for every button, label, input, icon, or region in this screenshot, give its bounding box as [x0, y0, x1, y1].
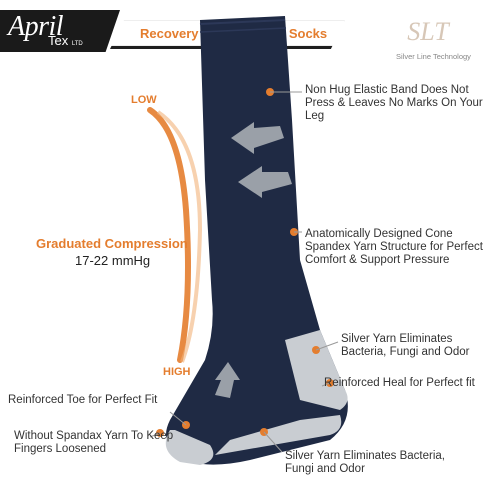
compression-arrow-1: [231, 122, 284, 154]
callout-silver-heel: Silver Yarn Eliminates Bacteria, Fungi a…: [341, 333, 470, 358]
callout-spandex-toe: Without Spandax Yarn To Keep Fingers Loo…: [14, 430, 174, 455]
callout-cone: Anatomically Designed Cone Spandex Yarn …: [305, 228, 483, 266]
brand-logo-text: April: [8, 11, 64, 42]
sock-sole: [215, 415, 342, 455]
callout-toe: Reinforced Toe for Perfect Fit: [8, 394, 158, 406]
callout-heal: Reinforced Heal for Perfect fit: [324, 377, 475, 389]
compression-arrow-2: [238, 166, 292, 198]
brand-logo-sub-text: Tex: [48, 33, 69, 48]
compression-arrow-3: [215, 362, 240, 398]
high-label: HIGH: [163, 366, 191, 378]
compression-arc: [147, 107, 191, 363]
callout-band: Non Hug Elastic Band Does Not Press & Le…: [305, 84, 483, 122]
slt-name: Silver Line Technology: [396, 52, 471, 61]
slt-logo-mark: SLT: [407, 17, 450, 46]
callout-silver-sole: Silver Yarn Eliminates Bacteria, Fungi a…: [285, 450, 446, 475]
callout-lines: [149, 91, 339, 453]
graduated-compression-title: Graduated Compression: [36, 236, 188, 251]
brand-logo-background: [0, 10, 120, 52]
brand-logo-ltd: LTD: [71, 41, 83, 47]
sock-toe: [165, 430, 214, 465]
low-label: LOW: [131, 94, 157, 106]
brand-logo-sub: Tex LTD: [48, 33, 83, 48]
sock-heel: [285, 330, 348, 410]
graduated-compression-range: 17-22 mmHg: [75, 253, 151, 268]
slt-logo-icon: SLT: [407, 17, 450, 46]
